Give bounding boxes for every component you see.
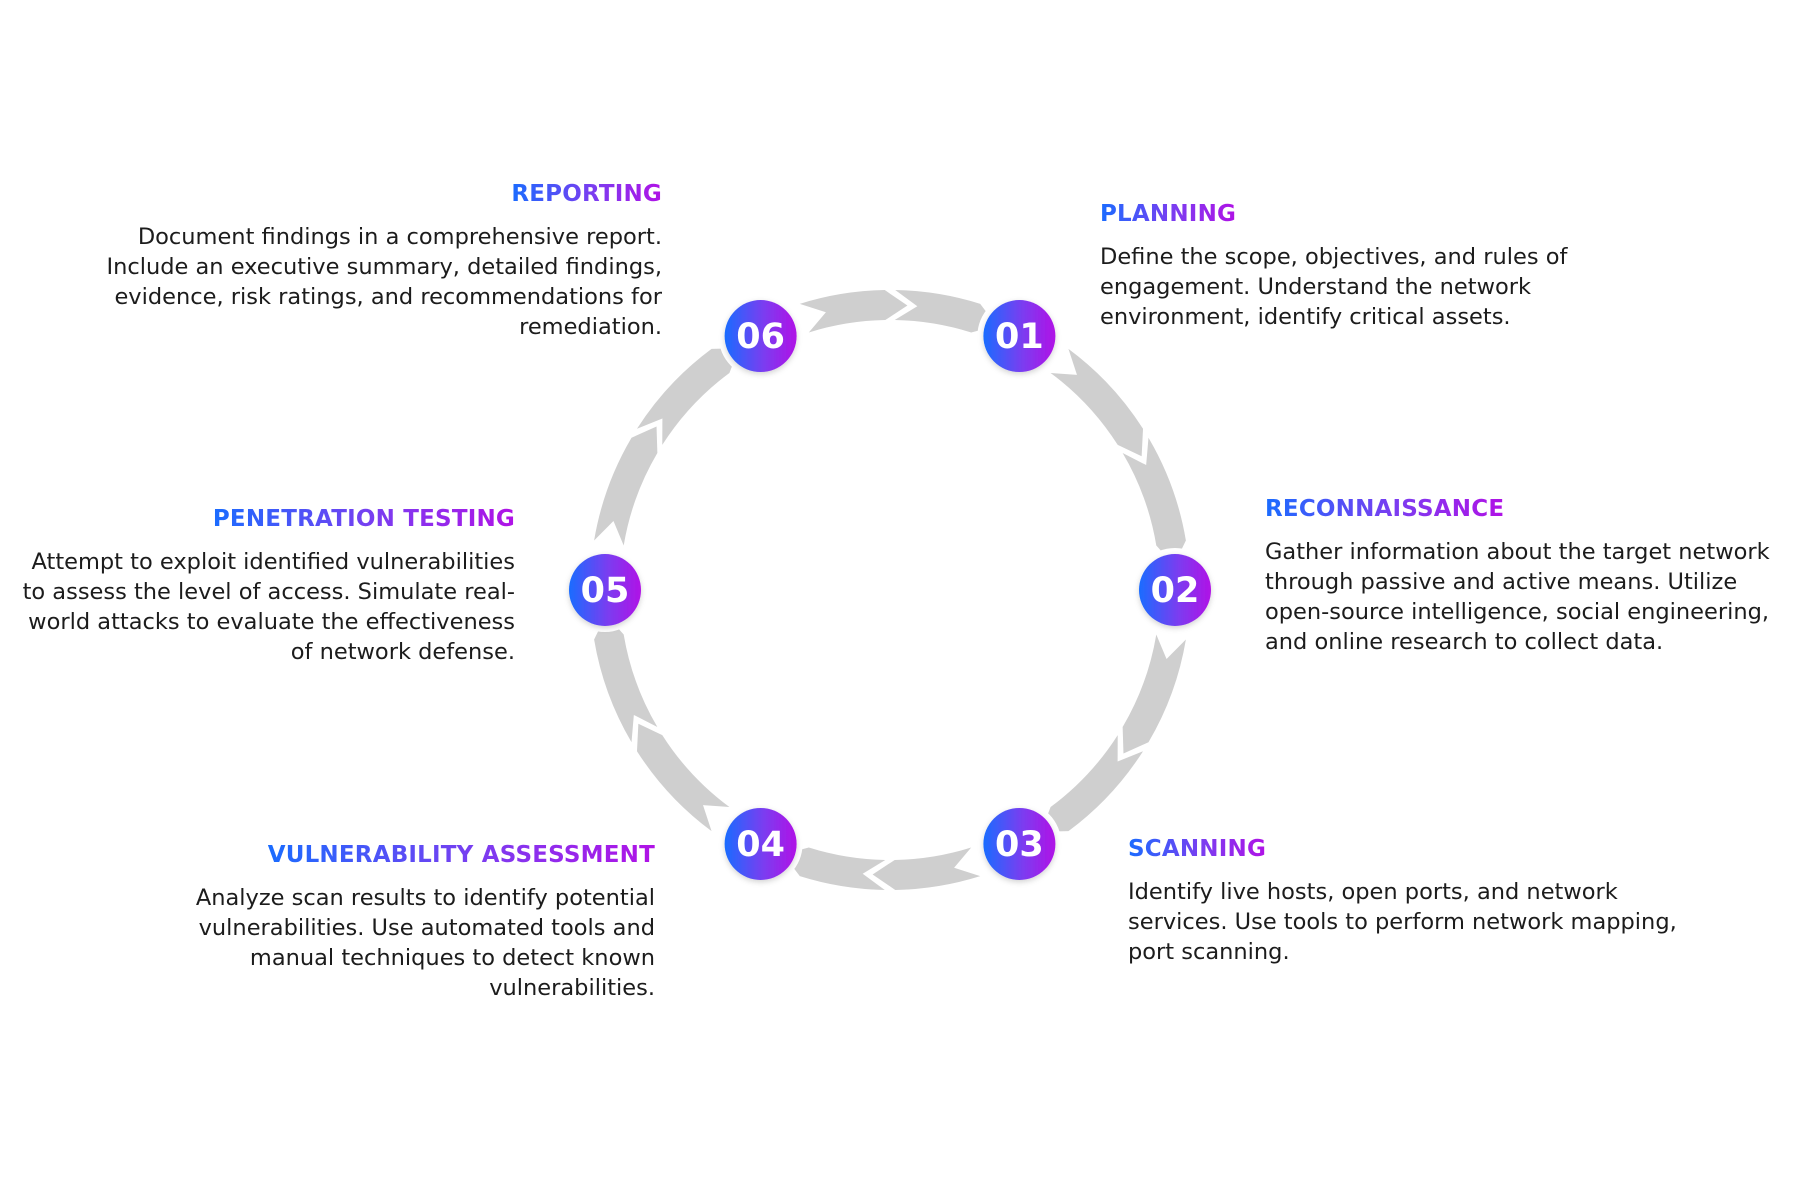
step-badge-circle <box>724 300 797 373</box>
step-badge: 02 <box>1133 548 1217 632</box>
cycle-arrow-segment <box>799 290 908 333</box>
cycle-arrow-segment <box>594 426 658 546</box>
step-badge: 05 <box>563 548 647 632</box>
step-planning: PLANNING Define the scope, objectives, a… <box>1100 200 1620 332</box>
step-title: SCANNING <box>1128 836 1267 862</box>
step-number: 04 <box>736 825 785 865</box>
step-title: RECONNAISSANCE <box>1265 496 1505 522</box>
cycle-arrow-segment <box>1041 735 1144 832</box>
step-reconnaissance: RECONNAISSANCE Gather information about … <box>1265 495 1795 657</box>
step-title: PLANNING <box>1100 201 1237 227</box>
step-badge-circle <box>1139 554 1211 626</box>
cycle-arrow-segment <box>872 847 981 890</box>
step-badge-circle <box>983 300 1056 373</box>
cycle-arrow-segment <box>1122 437 1186 566</box>
step-title: VULNERABILITY ASSESSMENT <box>267 842 655 868</box>
step-badge-circle <box>569 554 641 626</box>
step-penetration-testing: PENETRATION TESTING Attempt to exploit i… <box>5 505 515 667</box>
step-badges: 01 02 03 04 05 06 <box>563 294 1217 886</box>
step-number: 02 <box>1151 571 1200 611</box>
step-description: Document findings in a comprehensive rep… <box>106 224 662 340</box>
cycle-arrow-segment <box>783 847 886 890</box>
step-number: 06 <box>736 317 785 357</box>
step-scanning: SCANNING Identify live hosts, open ports… <box>1128 835 1708 967</box>
cycle-arrow-segment <box>636 723 730 832</box>
step-badge-circle <box>724 807 797 880</box>
cycle-arrow-segment <box>636 348 739 445</box>
step-reporting: REPORTING Document findings in a compreh… <box>100 180 662 342</box>
cycle-arrow-segment <box>594 614 658 743</box>
step-description: Define the scope, objectives, and rules … <box>1100 244 1568 330</box>
cycle-arrow-segment <box>894 290 997 333</box>
step-number: 03 <box>995 825 1044 865</box>
step-number: 05 <box>581 571 630 611</box>
cycle-arrow-segment <box>1122 634 1186 754</box>
cycle-arrow-segment <box>1050 348 1144 457</box>
step-number: 01 <box>995 317 1044 357</box>
step-description: Identify live hosts, open ports, and net… <box>1128 879 1677 965</box>
step-badge: 06 <box>718 294 803 379</box>
step-badge: 04 <box>718 801 803 886</box>
step-title: REPORTING <box>511 181 662 207</box>
cycle-arrow-ring <box>594 290 1186 890</box>
step-description: Gather information about the target netw… <box>1265 539 1770 655</box>
step-title: PENETRATION TESTING <box>212 506 515 532</box>
step-description: Attempt to exploit identified vulnerabil… <box>22 549 515 665</box>
step-badge: 01 <box>977 294 1062 379</box>
step-badge-circle <box>983 807 1056 880</box>
step-description: Analyze scan results to identify potenti… <box>195 885 655 1001</box>
step-vulnerability-assessment: VULNERABILITY ASSESSMENT Analyze scan re… <box>145 841 655 1003</box>
step-badge: 03 <box>977 801 1062 886</box>
